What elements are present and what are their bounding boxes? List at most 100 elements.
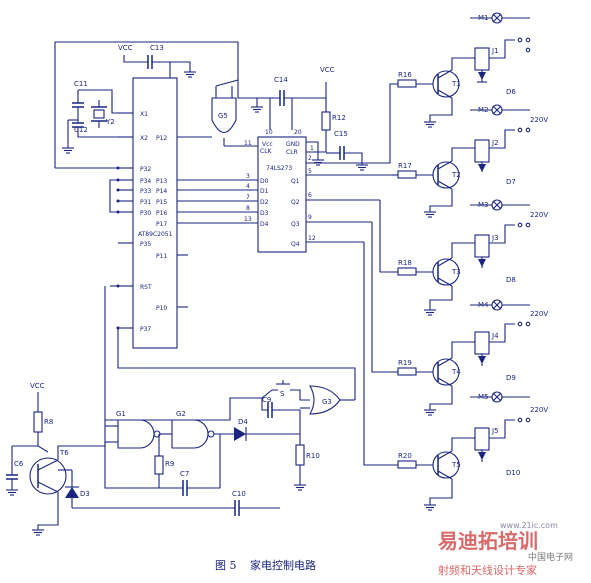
- t3-label: T3: [451, 268, 461, 276]
- latch-pin-7: 7: [246, 194, 250, 201]
- figure-number: 图 5: [215, 559, 237, 572]
- latch-pin-q1: Q1: [291, 178, 300, 185]
- d7-label: D7: [506, 178, 516, 186]
- d10-label: D10: [506, 469, 520, 477]
- j3-label: J3: [491, 234, 499, 242]
- m5-label: M5: [478, 393, 489, 401]
- g1-label: G1: [116, 410, 126, 418]
- j4-label: J4: [491, 332, 499, 340]
- mains-label-1: 220V: [530, 116, 548, 124]
- latch-pin-6: 6: [308, 192, 312, 199]
- m3-label: M3: [478, 201, 489, 209]
- figure-title: 家电控制电路: [250, 558, 316, 572]
- mcu-pin-p33: P33: [140, 188, 151, 195]
- latch-pin-vcc: Vcc: [262, 141, 273, 148]
- latch-pin-q4: Q4: [291, 241, 300, 248]
- latch-pin-d4: D4: [260, 221, 269, 228]
- mcu-pin-p13: P13: [156, 178, 167, 185]
- labels-receiver: VCC R8 C6 T6 D3 G1 G2 R9 C7 D4 R10 C9 S …: [14, 382, 332, 498]
- mcu-ic: [55, 77, 356, 421]
- watermark-badge: 中国电子网: [528, 551, 573, 563]
- r17-label: R17: [398, 162, 412, 170]
- d9-label: D9: [506, 374, 516, 382]
- mcu-name-label: AT89C2051: [138, 231, 173, 238]
- mcu-decoupling: [123, 55, 197, 78]
- c13-label: C13: [150, 44, 164, 52]
- d3-label: D3: [80, 490, 90, 498]
- t2-label: T2: [451, 171, 461, 179]
- mcu-pin-p31: P31: [140, 199, 151, 206]
- r9-label: R9: [165, 460, 174, 468]
- m4-label: M4: [478, 301, 489, 309]
- mains-label-3: 220V: [530, 310, 548, 318]
- latch-pin-d1: D1: [260, 188, 269, 195]
- latch-pin-8: 8: [246, 205, 250, 212]
- r8-label: R8: [44, 418, 53, 426]
- r20-label: R20: [398, 452, 412, 460]
- mcu-pin-x1: X1: [140, 111, 148, 118]
- channel-1: [397, 12, 531, 128]
- output-routing: [306, 83, 398, 466]
- mains-label-2: 220V: [530, 211, 548, 219]
- labels-mcu: VCC C13 C11 C12 Y2 X1 X2 P32 P34 P33 P31…: [74, 44, 173, 333]
- y2-label: Y2: [105, 118, 115, 126]
- latch-pin-2: 2: [308, 155, 312, 162]
- latch-pin-d3: D3: [260, 210, 269, 217]
- mcu-pin-p15: P15: [156, 199, 167, 206]
- latch-pin-clr: CLR: [286, 149, 298, 156]
- c12-label: C12: [74, 126, 88, 134]
- channel-2: [397, 104, 531, 218]
- mains-label-4: 220V: [530, 406, 548, 414]
- c15-label: C15: [334, 130, 348, 138]
- mcu-pin-p16: P16: [156, 210, 167, 217]
- mcu-pin-p35: P35: [140, 241, 151, 248]
- latch-ic: [246, 82, 392, 253]
- d6-label: D6: [506, 88, 516, 96]
- j5-label: J5: [491, 427, 499, 435]
- mcu-pin-p14: P14: [156, 188, 167, 195]
- latch-pin-q2: Q2: [291, 199, 300, 206]
- latch-pin-d0: D0: [260, 178, 269, 185]
- labels-latch: G5 C14 VCC R12 C15 10 20 11 Vcc CLK GND …: [218, 66, 348, 248]
- m1-label: M1: [478, 14, 489, 22]
- mcu-pin-p17: P17: [156, 221, 167, 228]
- mcu-pin-p32: P32: [140, 166, 151, 173]
- watermark-logo: 易迪拓培训: [438, 529, 538, 553]
- latch-pin-20: 20: [294, 129, 302, 136]
- watermark-url: www.21ic.com: [500, 521, 558, 530]
- mcu-pin-p37: P37: [140, 326, 151, 333]
- switch-label: S: [280, 390, 285, 398]
- d4-label: D4: [238, 418, 248, 426]
- latch-pin-4: 4: [246, 183, 250, 190]
- mcu-pin-p10: P10: [156, 305, 167, 312]
- vcc-label-receiver: VCC: [30, 382, 45, 390]
- g5-label: G5: [218, 112, 228, 120]
- latch-pin-12: 12: [308, 235, 316, 242]
- t4-label: T4: [451, 368, 461, 376]
- latch-pin-clk: CLK: [260, 148, 273, 155]
- mcu-pin-p12: P12: [156, 135, 167, 142]
- latch-pin-10: 10: [265, 129, 273, 136]
- latch-name-label: 74LS273: [266, 165, 292, 172]
- channel-5: [397, 391, 531, 511]
- r19-label: R19: [398, 359, 412, 367]
- j1-label: J1: [491, 47, 499, 55]
- d8-label: D8: [506, 276, 516, 284]
- latch-pin-1: 1: [310, 145, 314, 152]
- channel-3: [397, 199, 531, 316]
- latch-pin-9: 9: [308, 214, 312, 221]
- mcu-pin-p11: P11: [156, 253, 167, 260]
- g3-label: G3: [322, 398, 332, 406]
- latch-pin-11: 11: [244, 140, 252, 147]
- t5-label: T5: [451, 461, 461, 469]
- c14-label: C14: [274, 76, 288, 84]
- mcu-pin-p30: P30: [140, 210, 151, 217]
- latch-pin-5: 5: [308, 168, 312, 175]
- watermark: 易迪拓培训 www.21ic.com 中国电子网 射频和天线设计专家: [438, 521, 573, 577]
- r12-label: R12: [332, 114, 346, 122]
- latch-pin-d2: D2: [260, 199, 269, 206]
- latch-pin-13: 13: [244, 216, 252, 223]
- mcu-pin-x2: X2: [140, 135, 148, 142]
- vcc-label-mcu: VCC: [118, 44, 133, 52]
- receiver-section: [5, 380, 355, 536]
